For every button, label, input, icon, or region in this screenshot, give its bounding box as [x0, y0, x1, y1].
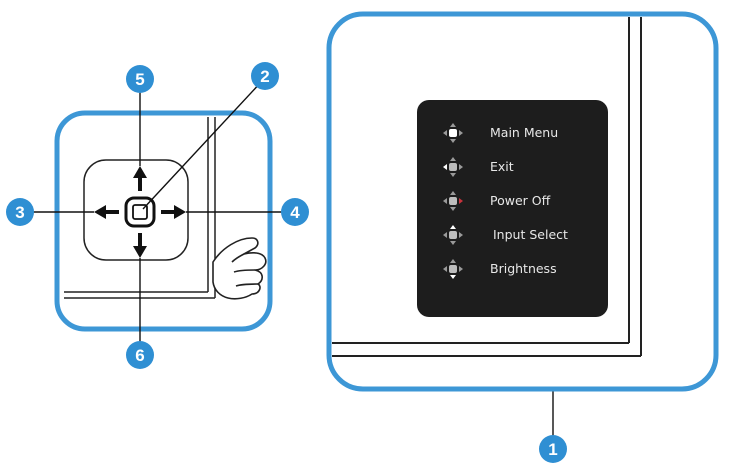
callout-3-circle [6, 198, 34, 226]
joystick-left-arrow-icon [443, 130, 447, 136]
joystick-left-arrow-icon [443, 164, 447, 170]
zoom-panel [54, 110, 273, 332]
joystick-down-arrow-icon [450, 275, 456, 279]
joystick-up-arrow-icon [450, 259, 456, 263]
hand-icon [212, 237, 267, 300]
callout-leaders [33, 79, 554, 437]
joystick-down-arrow-icon [450, 241, 456, 245]
joystick-down-arrow-icon [450, 207, 456, 211]
arrow-down-icon [133, 233, 147, 258]
joystick-center-dot-icon [449, 129, 457, 137]
joystick-move-icon [443, 123, 463, 143]
callout-1: 1 [539, 435, 567, 463]
callout-6-number: 6 [135, 346, 144, 365]
joystick-right-arrow-icon [459, 130, 463, 136]
leader-2 [142, 79, 264, 210]
joystick-right-arrow-icon [459, 164, 463, 170]
callout-5-number: 5 [135, 70, 144, 89]
callout-3-number: 3 [15, 203, 24, 222]
joystick-center-dot-icon [449, 265, 457, 273]
callout-4-number: 4 [290, 203, 300, 222]
osd-menu-item-label: Power Off [490, 193, 551, 208]
callout-4-circle [281, 198, 309, 226]
joystick-down-arrow-icon [450, 139, 456, 143]
callout-2-circle [251, 62, 279, 90]
joystick-center-dot-icon [449, 197, 457, 205]
joystick-left-arrow-icon [443, 266, 447, 272]
joystick-up-arrow-icon [450, 157, 456, 161]
joystick-right-arrow-icon [459, 232, 463, 238]
callout-2-number: 2 [260, 67, 269, 86]
callout-3: 3 [6, 198, 34, 226]
joystick-left-icon [443, 157, 463, 177]
monitor-panel [326, 11, 719, 392]
callout-2: 2 [251, 62, 279, 90]
joystick-center-dot-icon [449, 231, 457, 239]
joystick-up-arrow-icon [450, 225, 456, 229]
callout-6-circle [126, 341, 154, 369]
joystick-left-arrow-icon [443, 198, 447, 204]
joystick-left-arrow-icon [443, 232, 447, 238]
joystick-right-arrow-icon [459, 266, 463, 272]
joystick-down-icon [443, 259, 463, 279]
joystick-right-icon [443, 191, 463, 211]
osd-quick-menu [417, 100, 608, 317]
joystick-up-arrow-icon [450, 123, 456, 127]
callout-5: 5 [126, 65, 154, 93]
callout-1-number: 1 [548, 440, 557, 459]
joystick-down-arrow-icon [450, 173, 456, 177]
arrow-left-icon [94, 205, 119, 219]
callout-1-circle [539, 435, 567, 463]
callout-4: 4 [281, 198, 309, 226]
arrow-up-icon [133, 166, 147, 191]
joystick-right-arrow-icon [459, 198, 463, 204]
arrow-right-icon [161, 205, 186, 219]
osd-menu-item-label: Brightness [490, 261, 557, 276]
joystick-up-icon [443, 225, 463, 245]
osd-menu-item-label: Exit [490, 159, 514, 174]
osd-menu-item-label: Main Menu [490, 125, 559, 140]
osd-menu-item-label: Input Select [493, 227, 568, 242]
callout-6: 6 [126, 341, 154, 369]
joystick-up-arrow-icon [450, 191, 456, 195]
joystick-center-dot-icon [449, 163, 457, 171]
callout-5-circle [126, 65, 154, 93]
